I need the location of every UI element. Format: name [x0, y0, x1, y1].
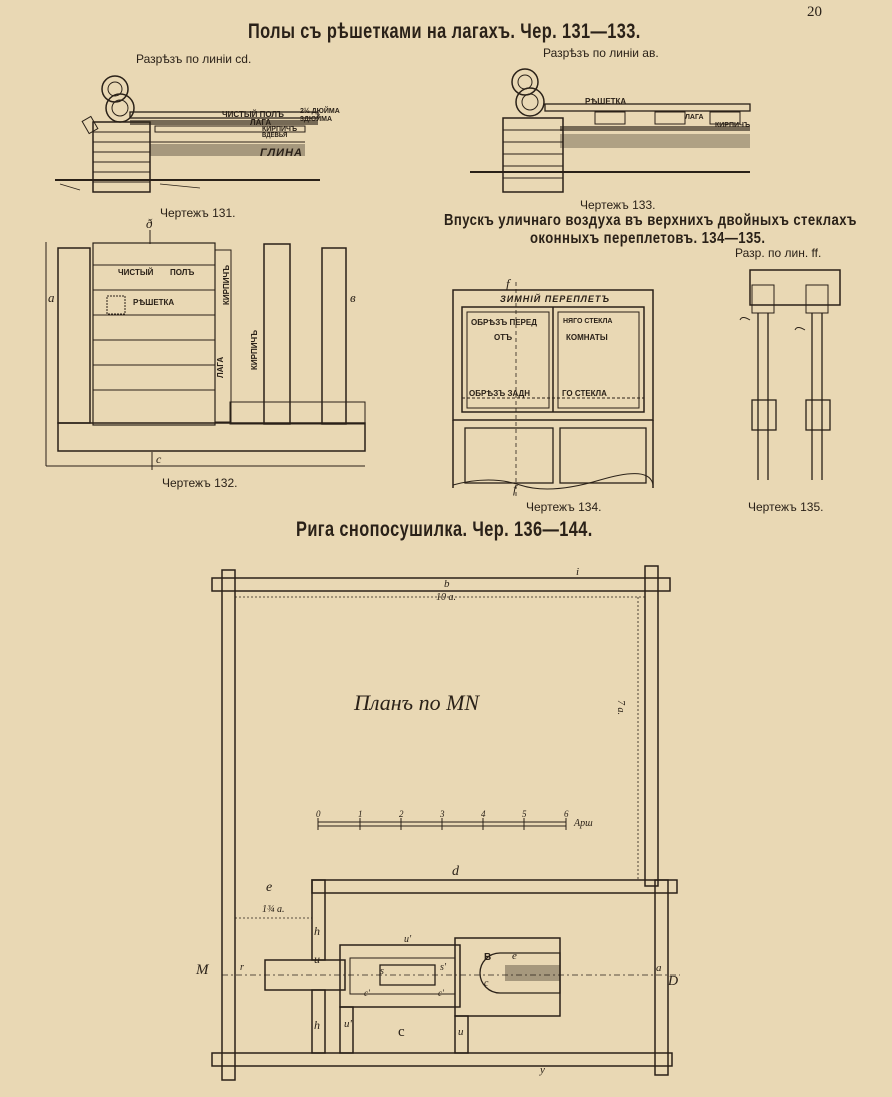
- section-title-barn: Рига снопосушилка. Чер. 136—144.: [296, 518, 593, 541]
- fig132-label-grate: РѢШЕТКА: [133, 298, 175, 307]
- scale-tick-3: 3: [440, 809, 445, 819]
- fig132-letter-a: a: [48, 290, 55, 305]
- fig131-label-inches-b: 3ДЮЙМА: [300, 116, 333, 123]
- fig134-label-room: КОМНАТЫ: [566, 333, 608, 342]
- fig133-label-grate: РѢШЕТКА: [585, 97, 627, 106]
- fig133-caption: Чертежъ 133.: [580, 198, 656, 212]
- fig133-section-label: Разрѣзъ по линіи ав.: [543, 46, 659, 60]
- barn-letter-a: a: [656, 962, 662, 974]
- barn-letter-y: y: [540, 1064, 545, 1076]
- scale-tick-4: 4: [481, 809, 486, 819]
- fig134-caption: Чертежъ 134.: [526, 500, 602, 514]
- section-title-floors: Полы съ рѣшетками на лагахъ. Чер. 131—13…: [248, 20, 641, 43]
- scale-tick-0: 0: [316, 809, 321, 819]
- section-title-air-intake-line1: Впускъ уличнаго воздуха въ верхнихъ двой…: [444, 212, 857, 229]
- barn-letter-s: s: [380, 966, 384, 977]
- fig134-label-winter-frame: ЗИМНІЙ ПЕРЕПЛЕТЪ: [500, 294, 611, 304]
- barn-letter-u-bottom: u: [458, 1026, 464, 1038]
- fig134-label-glass-1: НЯГО СТЕКЛА: [563, 318, 613, 325]
- fig131-section-label: Разрѣзъ по линіи cd.: [136, 52, 252, 66]
- fig132-letter-c: c: [156, 452, 162, 466]
- fig134-letter-f-bottom: f: [513, 482, 517, 496]
- fig132-label-clean: ЧИСТЫЙ: [118, 268, 154, 277]
- barn-letter-r: r: [240, 962, 244, 973]
- fig133-label-joist: ЛАГА: [685, 114, 704, 121]
- fig134-label-front-edge: ОБРѢЗЪ ПЕРЕД: [471, 318, 537, 327]
- barn-letter-D: D: [668, 974, 679, 989]
- barn-letter-u-prime-top: u': [404, 934, 412, 945]
- section-title-air-intake-line2: оконныхъ переплетовъ. 134—135.: [530, 230, 766, 247]
- fig134-label-glass-2: ГО СТЕКЛА: [562, 389, 607, 398]
- fig131-label-clay: ГЛИНА: [260, 147, 303, 159]
- barn-letter-d: d: [452, 864, 459, 879]
- fig131-label-brick: КИРПИЧЪ: [262, 126, 298, 133]
- barn-letter-s-prime: s': [440, 962, 447, 973]
- barn-letter-h-upper: h: [314, 924, 320, 938]
- scale-tick-5: 5: [522, 809, 527, 819]
- fig132-label-floor: ПОЛЪ: [170, 268, 195, 277]
- barn-dim-offset: 1¾ a.: [262, 904, 285, 915]
- scale-tick-6: 6: [564, 809, 569, 819]
- scale-unit: Арш: [574, 818, 593, 829]
- barn-letter-c-prime-2: c': [438, 988, 444, 998]
- fig132-letter-top: ð: [146, 216, 153, 231]
- scale-tick-1: 1: [358, 809, 363, 819]
- barn-letter-B: B: [484, 952, 492, 963]
- page-number: 20: [807, 4, 822, 20]
- barn-letter-h-lower: h: [314, 1018, 320, 1032]
- barn-letter-e-furnace: e: [512, 950, 517, 962]
- fig131-label-clean-floor: ЧИСТЫЙ ПОЛЪ: [222, 110, 284, 119]
- fig131-label-joist: ЛАГА: [250, 118, 272, 127]
- barn-letter-i: i: [576, 566, 580, 578]
- barn-letter-M: M: [196, 962, 209, 978]
- barn-letter-e: e: [266, 880, 273, 895]
- fig134-label-back-edge: ОБРѢЗЪ ЗАДН: [469, 389, 531, 398]
- barn-letter-c: c: [398, 1024, 405, 1040]
- barn-dim-width: 7 a.: [615, 700, 626, 715]
- scale-tick-2: 2: [399, 809, 404, 819]
- barn-letter-b: b: [444, 578, 450, 590]
- barn-letter-c-prime-1: c': [364, 988, 370, 998]
- fig131-caption: Чертежъ 131.: [160, 206, 236, 220]
- fig135-caption: Чертежъ 135.: [748, 500, 824, 514]
- fig134-letter-f-top: f: [506, 276, 510, 291]
- fig133-label-brick: КИРПИЧЪ: [715, 122, 751, 129]
- fig134-label-from: ОТЪ: [494, 333, 513, 342]
- fig132-letter-v: в: [350, 290, 356, 305]
- barn-plan-title: Планъ по MN: [354, 690, 480, 715]
- fig132-caption: Чертежъ 132.: [162, 476, 238, 490]
- fig131-label-vdevya: ВДЕВЬЯ: [262, 133, 288, 139]
- fig131-label-inches-a: 2½ ДЮЙМА: [300, 108, 340, 115]
- barn-letter-u-prime-bottom: u': [344, 1018, 352, 1030]
- fig135-section-label: Разр. по лин. ff.: [735, 246, 822, 260]
- barn-letter-u: u: [314, 952, 320, 966]
- barn-letter-c-furnace: c: [484, 978, 489, 989]
- barn-dim-length: 10 a.: [436, 592, 456, 603]
